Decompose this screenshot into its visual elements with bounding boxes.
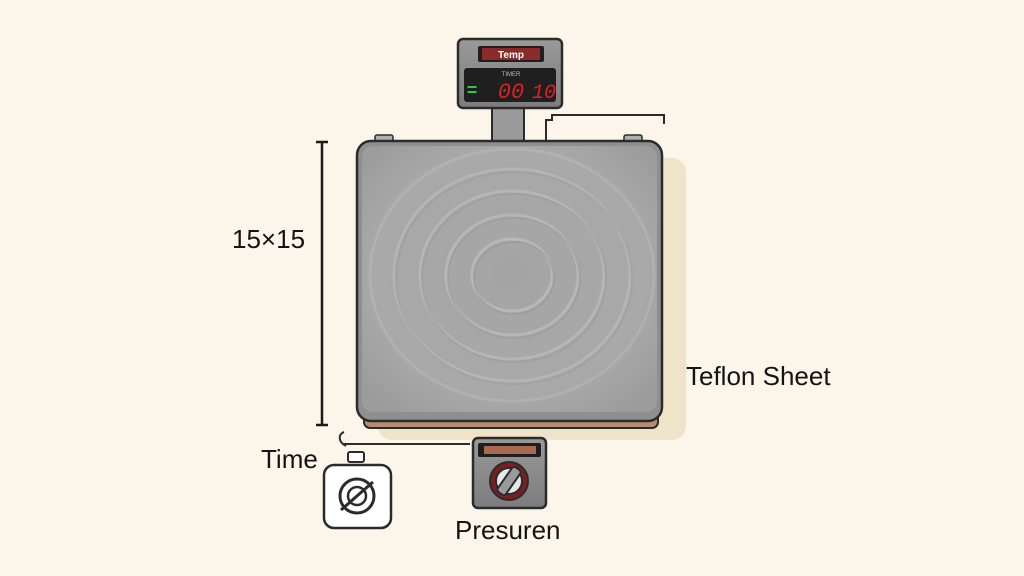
pressure-knob-icon — [471, 436, 548, 510]
display-readout-left: = — [467, 82, 478, 102]
pressure-label: Presuren — [455, 515, 561, 545]
display-title: Temp — [498, 50, 524, 61]
platen-swirl-pattern — [368, 147, 656, 403]
display-readout-right: 10 — [532, 82, 556, 105]
display-readout-main: 00 — [498, 80, 524, 105]
timer-cable-curl — [338, 431, 347, 447]
temperature-display-icon: Temp TIMER = 00 10 — [456, 37, 564, 110]
display-sub-label: TIMER — [502, 72, 521, 78]
top-cable — [545, 114, 665, 140]
teflon-sheet-label: Teflon Sheet — [686, 361, 831, 391]
timer-icon — [322, 451, 393, 530]
heat-platen — [355, 139, 664, 423]
dimension-label: 15×15 — [232, 224, 306, 254]
display-stem — [491, 103, 525, 147]
time-label: Time — [261, 444, 318, 474]
dimension-marker — [316, 140, 328, 427]
